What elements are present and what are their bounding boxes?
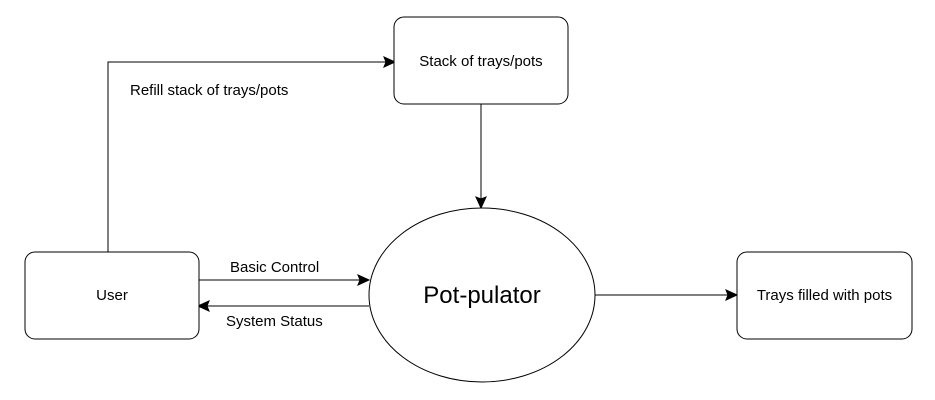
edge-basic-control: Basic Control bbox=[199, 259, 371, 286]
edge-potpulator-to-trays-arrowhead bbox=[725, 289, 739, 301]
edge-refill-arrowhead bbox=[383, 56, 397, 68]
node-stack-label: Stack of trays/pots bbox=[419, 53, 542, 70]
edge-refill-label: Refill stack of trays/pots bbox=[130, 82, 288, 99]
edge-system-status-arrowhead bbox=[196, 300, 210, 312]
node-trays-filled-box bbox=[736, 251, 913, 340]
node-stack-box bbox=[393, 16, 569, 105]
node-potpulator: Pot-pulator bbox=[368, 207, 596, 383]
edge-basic-control-arrowhead bbox=[357, 274, 371, 286]
edge-system-status-label: System Status bbox=[226, 313, 323, 330]
node-user: User bbox=[24, 251, 200, 340]
edge-refill-line bbox=[107, 61, 387, 252]
edge-potpulator-to-trays bbox=[595, 289, 739, 301]
edge-stack-to-potpulator-arrowhead bbox=[475, 196, 487, 210]
node-potpulator-ellipse bbox=[368, 207, 596, 383]
edge-basic-control-label: Basic Control bbox=[230, 259, 319, 276]
edge-refill: Refill stack of trays/pots bbox=[107, 56, 397, 252]
edge-stack-to-potpulator bbox=[475, 104, 487, 210]
edge-system-status: System Status bbox=[196, 300, 369, 330]
node-trays-filled: Trays filled with pots bbox=[736, 251, 913, 340]
node-stack: Stack of trays/pots bbox=[393, 16, 569, 105]
node-potpulator-label: Pot-pulator bbox=[423, 282, 540, 309]
node-user-label: User bbox=[96, 287, 128, 304]
node-trays-filled-label: Trays filled with pots bbox=[757, 287, 892, 304]
node-user-box bbox=[24, 251, 200, 340]
